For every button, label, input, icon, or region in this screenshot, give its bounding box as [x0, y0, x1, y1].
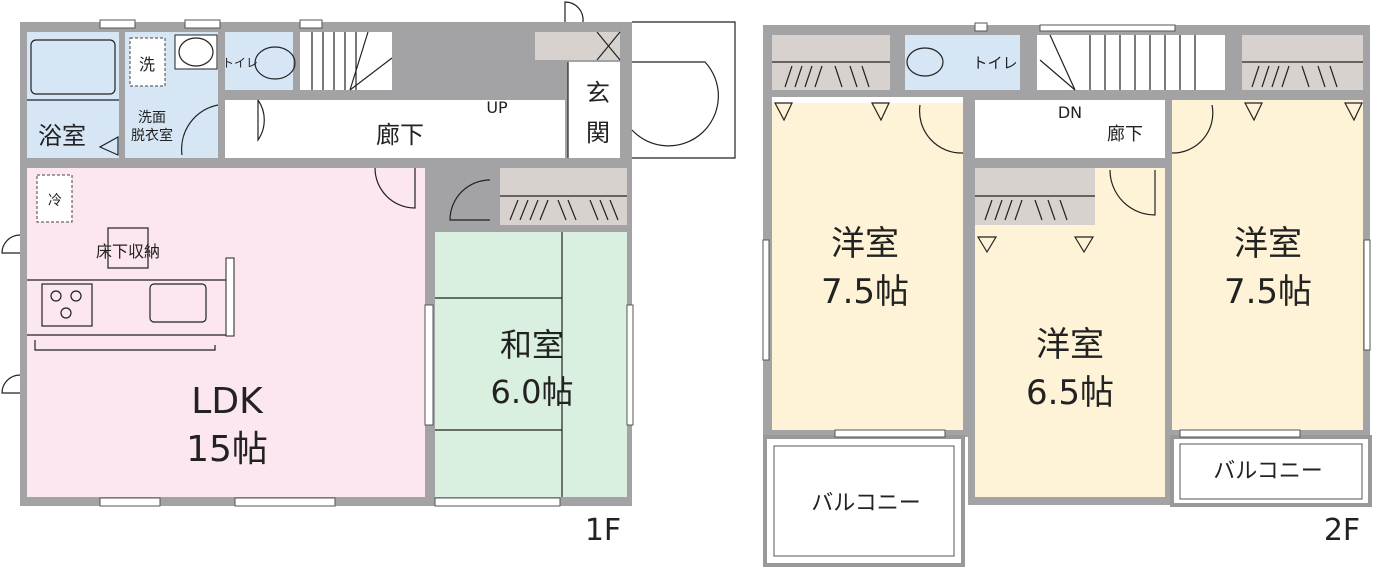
- room-western-right: [1172, 100, 1363, 430]
- entrance-porch: [632, 21, 736, 159]
- room-toilet-2f: [905, 35, 1020, 90]
- stairs-up-label: UP: [486, 98, 508, 117]
- stairs-1f: [300, 32, 392, 90]
- label-hallway-2f: 廊下: [1107, 124, 1143, 145]
- balcony-left: [763, 435, 965, 567]
- label-bath: 浴室: [38, 122, 86, 150]
- svg-text:7.5帖: 7.5帖: [1224, 272, 1312, 312]
- svg-text:6.5帖: 6.5帖: [1026, 373, 1114, 413]
- svg-text:トイレ: トイレ: [972, 54, 1017, 72]
- kitchen-sink: [149, 283, 207, 323]
- svg-text:和室: 和室: [500, 326, 564, 364]
- floor-2: トイレ DN 廊下 洋室 7.5帖 洋室 6.5帖 洋室 7.5帖 バルコニー: [762, 22, 1372, 567]
- hallway-2f: [975, 100, 1165, 158]
- svg-text:6.0帖: 6.0帖: [491, 373, 574, 411]
- underfloor-storage: [107, 227, 149, 269]
- svg-text:洋室: 洋室: [831, 224, 899, 264]
- svg-text:洗: 洗: [139, 55, 155, 74]
- svg-text:関: 関: [586, 119, 610, 147]
- room-western-left: [772, 100, 963, 430]
- stove: [41, 283, 93, 327]
- svg-text:トイレ: トイレ: [222, 56, 258, 70]
- bathtub: [30, 39, 116, 95]
- svg-text:バルコニー: バルコニー: [811, 491, 921, 516]
- svg-text:脱衣室: 脱衣室: [131, 127, 173, 144]
- floor-label-1f: 1F: [585, 513, 621, 548]
- label-hallway-1f: 廊下: [376, 121, 424, 149]
- svg-text:玄: 玄: [586, 79, 610, 107]
- room-washitsu: [435, 232, 627, 497]
- room-toilet-1f: [225, 32, 293, 90]
- svg-text:洋室: 洋室: [1036, 325, 1104, 365]
- door-swing: [564, 1, 584, 23]
- sink: [174, 34, 218, 70]
- stairs-dn-label: DN: [1058, 103, 1082, 122]
- washer-space: [129, 37, 166, 87]
- svg-text:冷: 冷: [48, 193, 62, 209]
- svg-text:バルコニー: バルコニー: [1213, 459, 1323, 484]
- svg-text:15帖: 15帖: [186, 429, 268, 470]
- fridge-space: [36, 174, 73, 223]
- svg-text:洗面: 洗面: [138, 110, 166, 126]
- shoe-closet: [535, 32, 620, 60]
- balcony-right: [1170, 435, 1372, 507]
- stairs-2f: [1037, 35, 1225, 90]
- room-bath: [27, 32, 119, 158]
- floor-1: 浴室 洗 洗面 脱衣室 トイレ UP 廊下 玄 関 冷 床下収納: [1, 1, 736, 548]
- svg-text:床下収納: 床下収納: [96, 242, 160, 261]
- floor-label-2f: 2F: [1324, 513, 1360, 548]
- svg-text:洋室: 洋室: [1234, 224, 1302, 264]
- svg-text:7.5帖: 7.5帖: [821, 272, 909, 312]
- entrance: [568, 62, 620, 158]
- svg-text:LDK: LDK: [191, 381, 264, 422]
- entrance-door-swing: [631, 61, 719, 147]
